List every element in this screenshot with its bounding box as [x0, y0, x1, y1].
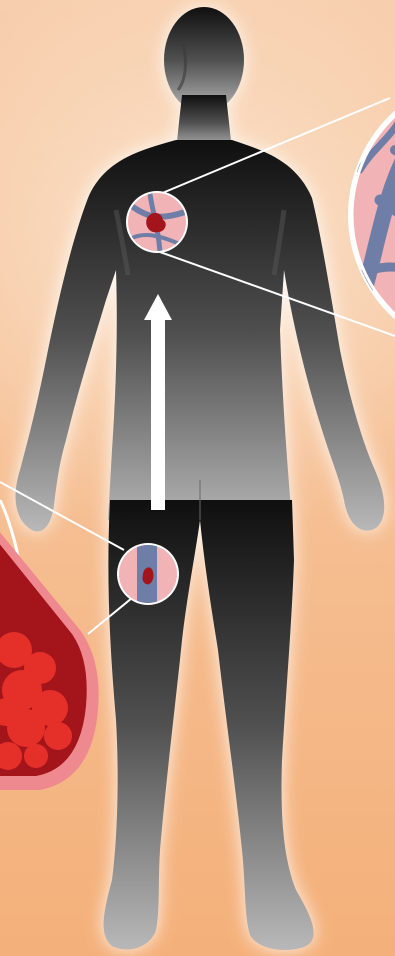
chest-inset-circle	[126, 191, 188, 253]
